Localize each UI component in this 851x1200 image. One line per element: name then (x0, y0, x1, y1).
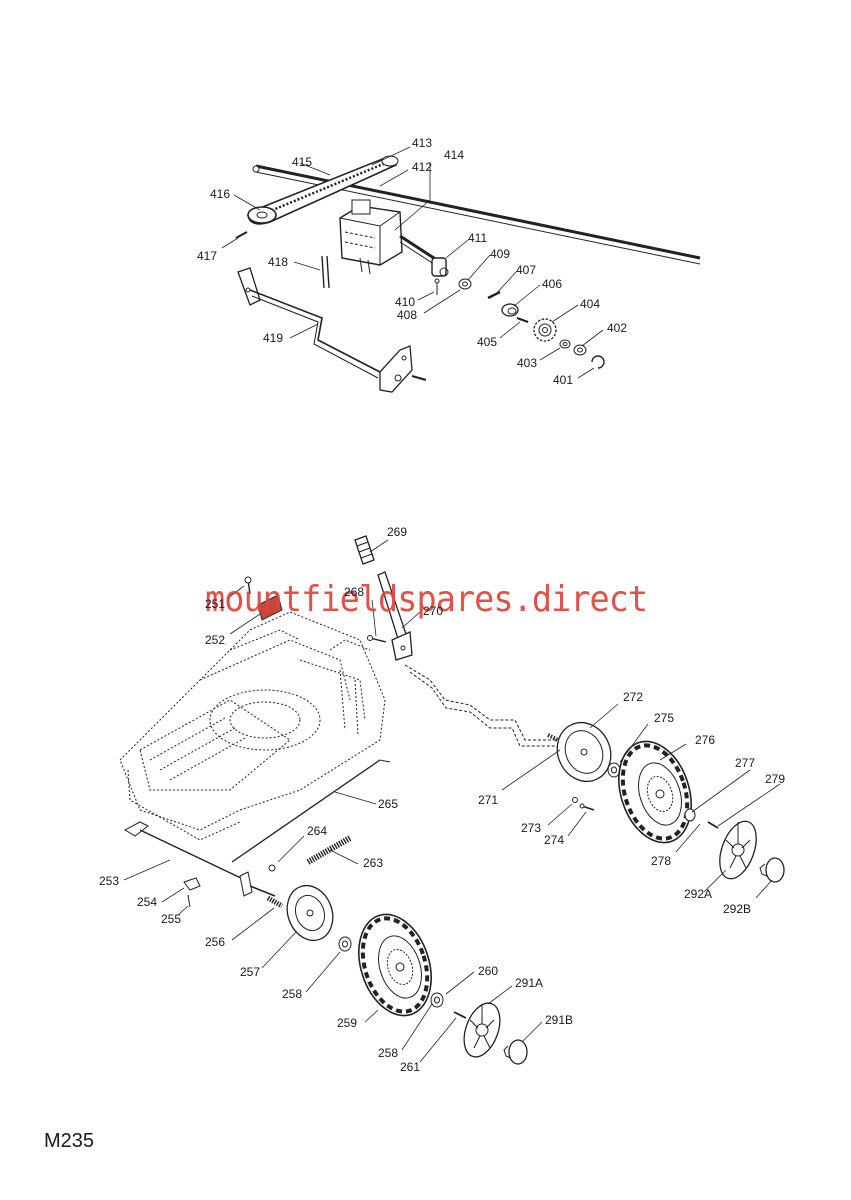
gear-shaft-output (399, 234, 449, 277)
circlip-401 (591, 355, 605, 369)
part-label-275: 275 (654, 711, 675, 725)
rear-wheel-276 (618, 740, 692, 844)
part-label-412: 412 (412, 160, 433, 174)
part-label-268: 268 (344, 585, 365, 599)
part-label-403: 403 (517, 356, 538, 370)
control-rod-419 (237, 267, 427, 393)
spring-256 (266, 895, 284, 909)
part-label-405: 405 (477, 335, 498, 349)
screw-274 (579, 803, 595, 811)
part-label-415: 415 (292, 155, 313, 169)
part-label-408: 408 (397, 308, 418, 322)
part-label-265: 265 (378, 797, 399, 811)
leader-lines-bottom (123, 539, 781, 1063)
part-label-279: 279 (765, 772, 786, 786)
hubcap-centre-292b (759, 857, 785, 883)
grip-269 (354, 535, 375, 565)
washer-402 (573, 344, 587, 356)
washer-403 (559, 339, 571, 349)
bush-406 (501, 303, 519, 317)
adjuster-bracket-270 (377, 571, 413, 661)
pin-407 (487, 290, 501, 300)
part-label-278: 278 (651, 854, 672, 868)
site-watermark: mountfieldspares.direct (205, 579, 648, 620)
part-label-291b: 291B (545, 1013, 574, 1027)
split-pin-417 (235, 231, 248, 239)
part-label-292b: 292B (723, 902, 752, 916)
spring-263 (306, 835, 352, 865)
part-label-255: 255 (161, 912, 182, 926)
part-label-410: 410 (395, 295, 416, 309)
part-label-273: 273 (521, 821, 542, 835)
bolt-410 (434, 278, 440, 295)
part-label-271: 271 (478, 793, 499, 807)
front-wheel-259 (358, 913, 432, 1017)
part-label-274: 274 (544, 833, 565, 847)
part-label-270: 270 (423, 604, 444, 618)
gearbox-housing (339, 199, 403, 275)
part-label-419: 419 (263, 331, 284, 345)
part-label-254: 254 (137, 895, 158, 909)
bearing-258-b (430, 992, 444, 1008)
bolt-279 (707, 821, 719, 829)
hubcap-disc-272 (556, 722, 612, 782)
part-label-418: 418 (268, 255, 289, 269)
handle-clip-252 (257, 594, 283, 621)
screw-268 (367, 635, 387, 643)
part-label-264: 264 (307, 824, 328, 838)
part-label-292a: 292A (684, 887, 713, 901)
part-label-406: 406 (542, 277, 563, 291)
rear-spring (547, 733, 567, 746)
part-label-269: 269 (387, 525, 408, 539)
part-label-252: 252 (205, 633, 226, 647)
part-label-260: 260 (478, 964, 499, 978)
drive-shaft (252, 164, 701, 265)
hubcap-centre-291b (503, 1039, 528, 1065)
hubcap-292a (719, 820, 757, 880)
part-label-272: 272 (623, 690, 644, 704)
part-label-417: 417 (197, 249, 218, 263)
key-405 (516, 317, 529, 323)
part-label-411: 411 (468, 231, 488, 245)
part-label-253: 253 (99, 874, 120, 888)
part-label-263: 263 (363, 856, 384, 870)
part-label-256: 256 (205, 935, 226, 949)
part-label-259: 259 (337, 1016, 358, 1030)
part-label-413: 413 (412, 136, 433, 150)
part-label-404: 404 (580, 297, 601, 311)
pinion-gear-404 (533, 318, 557, 342)
screw-251 (244, 576, 252, 595)
bearing-409 (458, 278, 472, 290)
part-label-414: 414 (444, 148, 465, 162)
part-label-409: 409 (490, 247, 511, 261)
part-label-258-a: 258 (282, 987, 303, 1001)
rod-265 (231, 759, 391, 863)
mower-deck (119, 611, 386, 841)
page-code: M235 (44, 1130, 95, 1152)
bolt-261 (453, 1011, 467, 1019)
part-label-257: 257 (240, 965, 261, 979)
part-label-402: 402 (607, 321, 628, 335)
bearing-258 (338, 936, 352, 952)
part-label-276: 276 (695, 733, 716, 747)
part-label-291a: 291A (515, 976, 544, 990)
screw-255 (187, 894, 191, 908)
part-label-277: 277 (735, 756, 756, 770)
part-label-407: 407 (516, 263, 537, 277)
part-label-416: 416 (210, 187, 231, 201)
part-label-401: 401 (553, 373, 574, 387)
part-label-258-b: 258 (378, 1046, 399, 1060)
part-label-261: 261 (400, 1060, 421, 1074)
disc-257 (286, 884, 334, 942)
hubcap-291a (463, 1002, 501, 1058)
leader-lines-top (221, 146, 604, 379)
front-axle-253 (123, 821, 276, 897)
clip-254 (183, 877, 201, 891)
screw-273 (572, 797, 578, 803)
spring-418 (321, 255, 330, 289)
part-label-251: 251 (205, 597, 226, 611)
washer-264 (268, 864, 276, 872)
rear-axle-271 (404, 664, 560, 747)
